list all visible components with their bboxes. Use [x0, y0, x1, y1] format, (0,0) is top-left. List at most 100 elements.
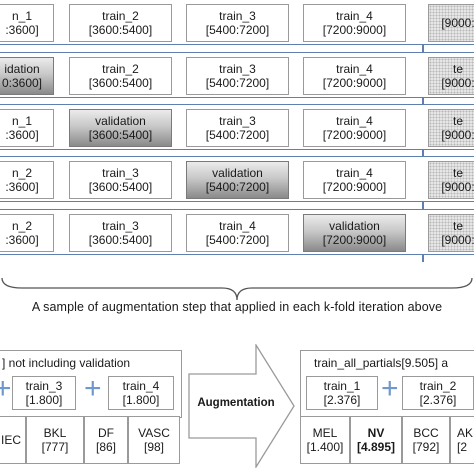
class-count: [86]	[95, 440, 116, 454]
cell-title: train_4	[336, 62, 373, 76]
class-count: [4.895]	[356, 440, 396, 454]
cell-title: train_3	[219, 114, 256, 128]
fold-row-2: idation 0:3600] train_2 [3600:5400] trai…	[0, 52, 474, 98]
cell-title: train_4	[336, 114, 373, 128]
cell-title: train_3	[219, 62, 256, 76]
plus-icon: +	[0, 372, 12, 405]
cell-range: [5400:7200]	[205, 76, 270, 90]
fold-cell: train_3 [3600:5400]	[69, 214, 172, 252]
fold-validation-cell: idation 0:3600]	[0, 57, 54, 95]
fold-row-5: n_2 :3600] train_3 [3600:5400] train_4 […	[0, 209, 474, 255]
cell-range: [7200:9000]	[322, 233, 387, 247]
cell-range: [7200:9000]	[322, 128, 387, 142]
fold-row-1: n_1 :3600] train_2 [3600:5400] train_3 […	[0, 0, 474, 45]
cell-title: idation	[4, 62, 40, 76]
cell-title: te	[452, 114, 463, 128]
cell-range: [9000:	[441, 76, 474, 90]
plus-icon: +	[381, 372, 399, 405]
cell-range: [7200:9000]	[322, 180, 387, 194]
cell-range: [9000:	[441, 233, 474, 247]
cell-range: :3600]	[5, 180, 39, 194]
right-partial-box: train_2 [2.376]	[402, 376, 474, 410]
augmentation-arrow-icon	[188, 344, 295, 468]
class-count: [98]	[143, 440, 164, 454]
class-name: BKL	[43, 426, 67, 440]
cell-title: train_4	[336, 166, 373, 180]
class-box: DF [86]	[84, 416, 128, 464]
fold-cell: n_2 :3600]	[0, 161, 54, 199]
class-box: MEL [1.400]	[300, 416, 350, 464]
right-partials-header: train_all_partials[9.505] a	[314, 356, 449, 370]
cell-title: train_4	[336, 9, 373, 23]
cell-range: [9000:	[441, 180, 474, 194]
class-name: BCC	[413, 426, 439, 440]
fold-cell: train_2 [3600:5400]	[69, 4, 172, 42]
class-box: AK [2	[450, 416, 474, 464]
class-box: VASC [98]	[128, 416, 180, 464]
fold-cell: train_4 [7200:9000]	[303, 4, 406, 42]
fold-row-4: n_2 :3600] train_3 [3600:5400] validatio…	[0, 156, 474, 202]
cell-title: te	[452, 62, 463, 76]
cell-range: :3600]	[5, 233, 39, 247]
augmentation-caption: A sample of augmentation step that appli…	[31, 300, 443, 314]
box-count: [1.800]	[25, 393, 63, 407]
fold-cell: train_4 [7200:9000]	[303, 109, 406, 147]
fold-cell: train_3 [5400:7200]	[186, 57, 289, 95]
cell-range: :3600]	[5, 23, 39, 37]
cell-range: [5400:7200]	[205, 23, 270, 37]
class-box-highlighted: NV [4.895]	[350, 416, 402, 464]
cell-range: [9000:	[441, 16, 474, 30]
box-count: [2.376]	[419, 393, 457, 407]
class-box: BCC [792]	[402, 416, 450, 464]
cell-title: n_1	[11, 9, 33, 23]
cell-title: n_2	[11, 166, 33, 180]
cell-range: [7200:9000]	[322, 23, 387, 37]
right-partial-box: train_1 [2.376]	[306, 376, 378, 410]
cell-title: n_2	[11, 219, 33, 233]
fold-cell: train_3 [5400:7200]	[186, 4, 289, 42]
cell-range: 0:3600]	[1, 76, 43, 90]
fold-cell: n_2 :3600]	[0, 214, 54, 252]
fold-cell: train_4 [5400:7200]	[186, 214, 289, 252]
fold-test-cell: te [9000:	[428, 109, 474, 147]
class-count: [2	[457, 440, 468, 454]
cell-title: train_3	[219, 9, 256, 23]
cell-title: train_2	[102, 62, 139, 76]
class-box: IEC	[0, 416, 26, 464]
cell-range: [3600:5400]	[88, 128, 153, 142]
cell-range: [7200:9000]	[322, 76, 387, 90]
fold-validation-cell: validation [3600:5400]	[69, 109, 172, 147]
curly-brace	[1, 277, 473, 301]
class-count: [1.400]	[306, 440, 344, 454]
cell-range: [5400:7200]	[205, 180, 270, 194]
box-title: train_4	[122, 379, 160, 393]
fold-cell: train_4 [7200:9000]	[303, 57, 406, 95]
cell-title: validation	[95, 114, 146, 128]
cell-range: [5400:7200]	[205, 128, 270, 142]
box-title: train_1	[323, 379, 361, 393]
class-box: BKL [777]	[26, 416, 84, 464]
class-count: [777]	[41, 440, 69, 454]
fold-row-3: n_1 :3600] validation [3600:5400] train_…	[0, 104, 474, 150]
class-name: DF	[98, 426, 114, 440]
box-title: train_2	[419, 379, 457, 393]
left-partial-box: train_4 [1.800]	[108, 376, 174, 410]
fold-cell: train_3 [3600:5400]	[69, 161, 172, 199]
box-count: [2.376]	[323, 393, 361, 407]
fold-cell: n_1 :3600]	[0, 109, 54, 147]
cell-range: [3600:5400]	[88, 233, 153, 247]
cell-title: train_2	[102, 9, 139, 23]
cell-range: [9000:	[441, 128, 474, 142]
box-count: [1.800]	[122, 393, 160, 407]
cell-range: [3600:5400]	[88, 180, 153, 194]
fold-cell: train_3 [5400:7200]	[186, 109, 289, 147]
fold-validation-cell: validation [7200:9000]	[303, 214, 406, 252]
box-title: train_3	[25, 379, 63, 393]
cell-title: validation	[212, 166, 263, 180]
arrow-label: Augmentation	[197, 397, 275, 409]
cell-title: te	[452, 219, 463, 233]
class-name: IEC	[0, 433, 21, 447]
cell-range: :3600]	[5, 128, 39, 142]
class-name: MEL	[312, 426, 338, 440]
fold-test-cell: te [9000:	[428, 161, 474, 199]
